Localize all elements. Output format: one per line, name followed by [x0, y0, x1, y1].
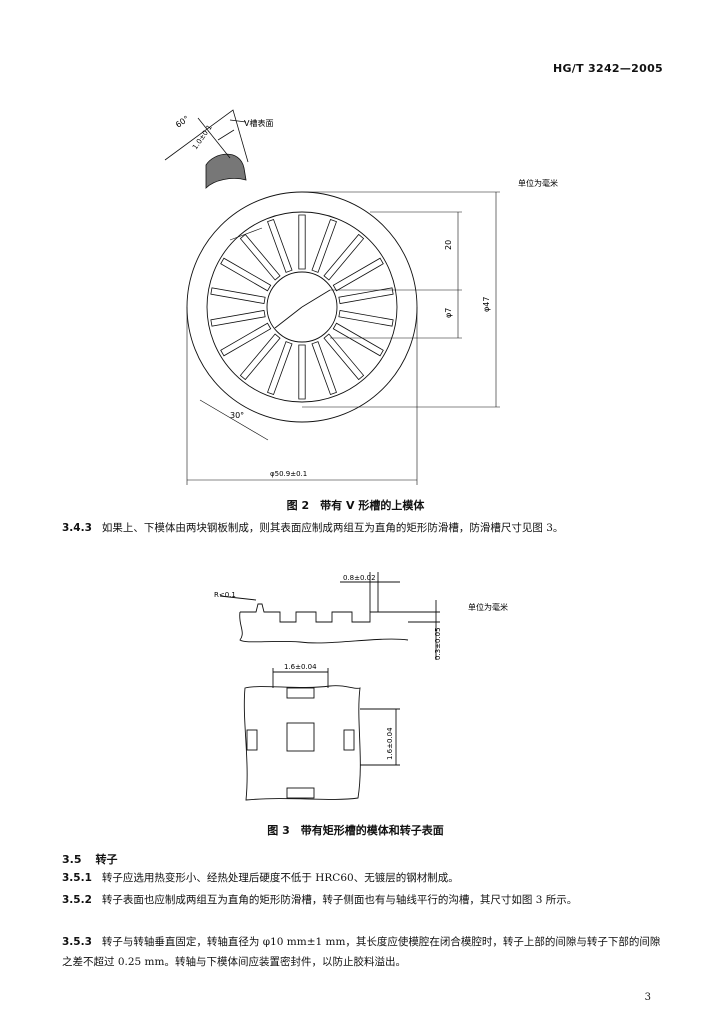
- v-groove: [323, 233, 365, 281]
- para-3-5-1: 3.5.1 转子应选用热变形小、经热处理后硬度不低于 HRC60、无镀层的钢材制成…: [62, 868, 662, 888]
- v-groove: [311, 341, 337, 396]
- dim-phi7: φ7: [444, 308, 453, 318]
- v-groove: [210, 287, 266, 305]
- fig3-caption: 图 3 带有矩形槽的模体和转子表面: [267, 824, 444, 837]
- depth-label: 1.0±0.1: [191, 124, 214, 152]
- section-title: 转子: [95, 853, 118, 866]
- dim-30deg: 30°: [230, 411, 244, 420]
- para-text: 转子表面也应制成两组互为直角的矩形防滑槽，转子侧面也有与轴线平行的沟槽，其尺寸如…: [101, 894, 578, 906]
- v-groove: [210, 309, 266, 327]
- v-groove: [338, 309, 394, 327]
- para-text: 转子与转轴垂直固定，转轴直径为 φ10 mm±1 mm，其长度应使模腔在闭合模腔…: [62, 936, 661, 968]
- fig2-dimensions: [186, 191, 500, 485]
- fig3-unit-label: 单位为毫米: [468, 602, 508, 612]
- dim-08: 0.8±0.02: [343, 574, 376, 582]
- rect-groove-profile: [219, 572, 440, 660]
- dim-20: 20: [444, 240, 453, 250]
- surface-label: V槽表面: [244, 118, 273, 128]
- para-number: 3.5.2: [62, 894, 92, 906]
- para-number: 3.5.1: [62, 872, 92, 884]
- section-3-5: 3.5 转子: [62, 851, 118, 867]
- v-groove: [332, 257, 384, 292]
- para-3-5-2: 3.5.2 转子表面也应制成两组互为直角的矩形防滑槽，转子侧面也有与轴线平行的沟槽…: [62, 890, 662, 910]
- para-3-4-3: 3.4.3 如果上、下模体由两块钢板制成，则其表面应制成两组互为直角的矩形防滑槽，…: [62, 518, 662, 538]
- v-groove: [220, 257, 272, 292]
- v-groove: [239, 233, 281, 281]
- v-groove: [239, 333, 281, 381]
- upper-die-wheel: [186, 191, 418, 423]
- para-text: 转子应选用热变形小、经热处理后硬度不低于 HRC60、无镀层的钢材制成。: [101, 872, 459, 884]
- para-number: 3.4.3: [62, 522, 92, 534]
- fig2-unit-label: 单位为毫米: [518, 178, 558, 188]
- fig2-caption: 图 2 带有 V 形槽的上模体: [286, 499, 425, 512]
- section-number: 3.5: [62, 853, 82, 866]
- para-number: 3.5.3: [62, 936, 92, 948]
- dim-16-horizontal: 1.6±0.04: [284, 663, 317, 671]
- dim-16-vertical: 1.6±0.04: [386, 727, 394, 760]
- dim-phi509: φ50.9±0.1: [270, 470, 307, 478]
- standard-code: HG/T 3242—2005: [552, 62, 663, 75]
- v-groove-detail: [164, 109, 249, 189]
- page-number: 3: [644, 992, 651, 1003]
- v-groove: [298, 344, 306, 400]
- v-groove: [332, 322, 384, 357]
- v-groove: [323, 333, 365, 381]
- v-groove: [338, 287, 394, 305]
- angle-label: 60°: [174, 114, 191, 130]
- dim-phi47: φ47: [482, 297, 491, 312]
- rect-groove-plan: [243, 668, 400, 801]
- v-groove: [311, 218, 337, 273]
- dim-r: R<0.1: [214, 591, 236, 599]
- para-text: 如果上、下模体由两块钢板制成，则其表面应制成两组互为直角的矩形防滑槽，防滑槽尺寸…: [101, 522, 564, 534]
- dim-depth: 0.3±0.05: [434, 627, 442, 660]
- v-groove: [267, 218, 293, 273]
- v-groove: [267, 341, 293, 396]
- v-groove: [298, 214, 306, 270]
- v-groove: [220, 322, 272, 357]
